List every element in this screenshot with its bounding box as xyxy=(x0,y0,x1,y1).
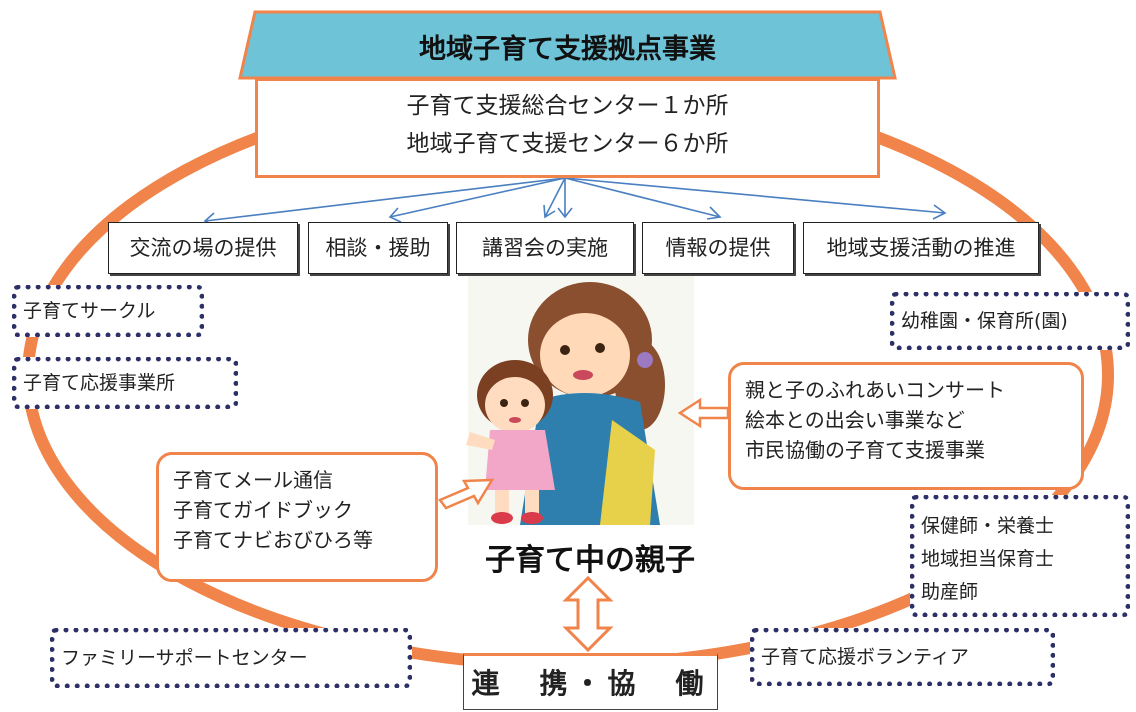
information-media-box: 子育てメール通信 子育てガイドブック 子育てナビおびひろ等 xyxy=(156,452,438,582)
service-information: 情報の提供 xyxy=(642,222,794,274)
service-lectures: 講習会の実施 xyxy=(456,222,634,274)
civic-event-item: 絵本との出会い事業など xyxy=(745,408,965,432)
center-facility-line-1: 子育て支援総合センター１か所 xyxy=(406,93,729,119)
health-staff-item: 地域担当保育士 xyxy=(921,548,1055,570)
family-support-center-box: ファミリーサポートセンター xyxy=(50,628,412,688)
health-staff-item: 保健師・栄養士 xyxy=(921,515,1055,537)
support-office-box: 子育て応援事業所 xyxy=(12,357,238,409)
health-staff-box: 保健師・栄養士 地域担当保育士 助産師 xyxy=(910,495,1130,617)
distribution-arrows xyxy=(203,177,947,228)
information-media-item: 子育てメール通信 xyxy=(173,468,333,492)
nursery-box: 幼稚園・保育所(園) xyxy=(890,292,1130,350)
volunteer-box: 子育て応援ボランティア xyxy=(750,628,1055,686)
civic-events-box: 親と子のふれあいコンサート 絵本との出会い事業など 市民協働の子育て支援事業 xyxy=(728,362,1084,490)
civic-event-item: 親と子のふれあいコンサート xyxy=(745,378,1005,402)
center-facilities-box: 子育て支援総合センター１か所 地域子育て支援センター６か所 xyxy=(255,78,880,178)
service-community-support: 地域支援活動の推進 xyxy=(803,222,1039,274)
collaboration-label: 連 携・協 働 xyxy=(463,653,718,710)
parenting-circle-box: 子育てサークル xyxy=(12,285,204,337)
health-staff-item: 助産師 xyxy=(921,581,979,603)
information-media-item: 子育てナビおびひろ等 xyxy=(173,528,373,552)
parent-child-illustration xyxy=(466,270,694,525)
parents-children-label: 子育て中の親子 xyxy=(485,543,695,578)
banner-title: 地域子育て支援拠点事業 xyxy=(419,34,716,65)
hollow-arrows xyxy=(438,397,730,510)
information-media-item: 子育てガイドブック xyxy=(173,498,353,522)
service-exchange-place: 交流の場の提供 xyxy=(108,222,298,274)
double-arrow xyxy=(562,575,614,653)
civic-event-item: 市民協働の子育て支援事業 xyxy=(745,438,985,462)
center-facility-line-2: 地域子育て支援センター６か所 xyxy=(406,131,729,157)
service-consultation: 相談・援助 xyxy=(308,222,448,274)
banner-roof xyxy=(238,10,897,80)
